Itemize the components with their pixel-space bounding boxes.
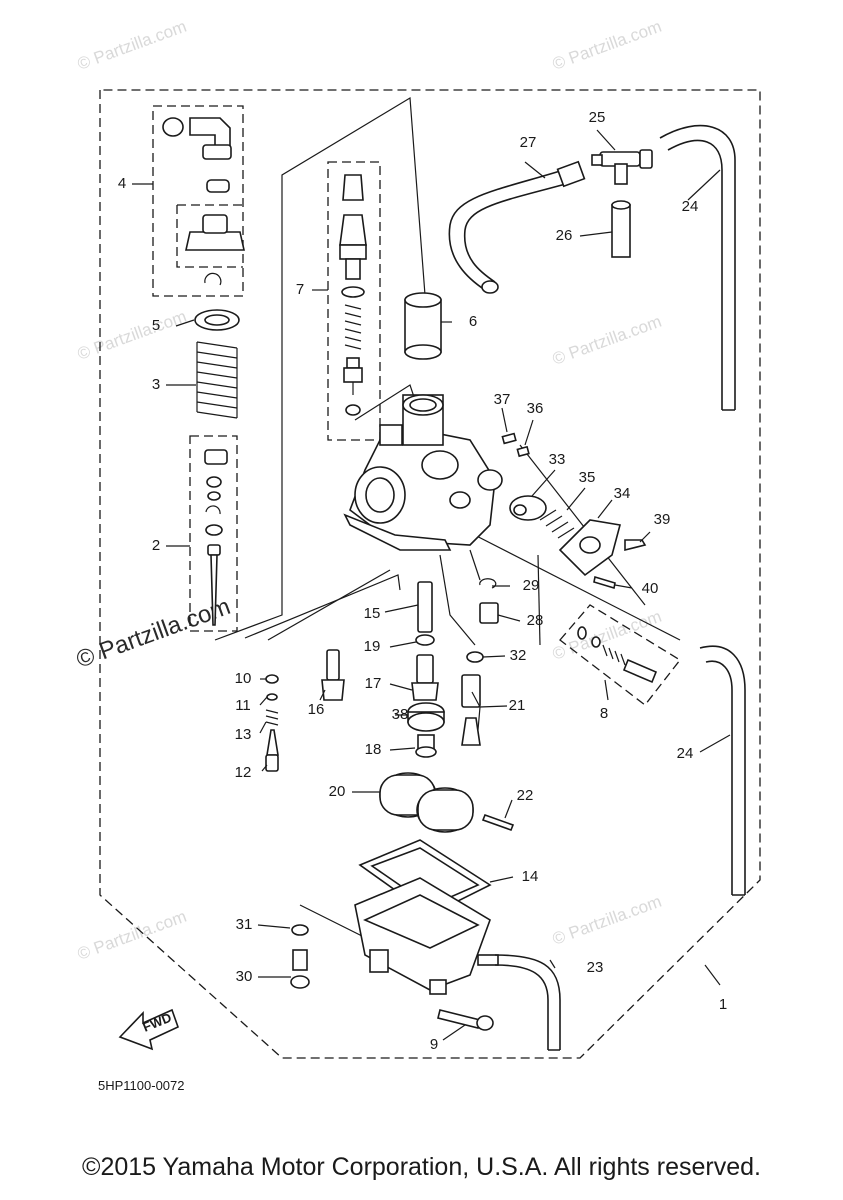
part-2-needle-group <box>204 449 228 626</box>
group-box-7 <box>327 161 381 441</box>
part-8-pilot-screw <box>577 626 658 684</box>
callout-33: 33 <box>549 451 566 468</box>
watermark: © Partzilla.com <box>550 892 664 949</box>
callout-19: 19 <box>364 638 381 655</box>
callout-37: 37 <box>494 391 511 408</box>
forward-direction-arrow: FWD <box>118 1008 179 1051</box>
callout-14: 14 <box>522 868 539 885</box>
callout-24-upper: 24 <box>682 198 699 215</box>
callout-17: 17 <box>365 675 382 692</box>
callout-24-lower: 24 <box>677 745 694 762</box>
callout-4: 4 <box>118 175 126 192</box>
callout-2: 2 <box>152 537 160 554</box>
hoses-upper <box>448 124 736 411</box>
group-box-4 <box>152 105 244 297</box>
callout-21: 21 <box>509 697 526 714</box>
float-chamber-group <box>290 839 561 1051</box>
group-box-2 <box>189 435 238 632</box>
watermark: © Partzilla.com <box>75 307 189 364</box>
callout-39: 39 <box>654 511 671 528</box>
diagram-code: 5HP1100-0072 <box>98 1078 185 1093</box>
callout-8: 8 <box>600 705 608 722</box>
carburetor-body <box>343 394 503 551</box>
callout-28: 28 <box>527 612 544 629</box>
callout-22: 22 <box>517 787 534 804</box>
part-3-spring <box>196 341 238 419</box>
assembly-boundary <box>99 89 761 1059</box>
group-box-4-inner <box>176 204 243 268</box>
watermark: © Partzilla.com <box>550 312 664 369</box>
callout-5: 5 <box>152 317 160 334</box>
group-box-8 <box>559 604 681 706</box>
callout-26: 26 <box>556 227 573 244</box>
callout-20: 20 <box>329 783 346 800</box>
callout-18: 18 <box>365 741 382 758</box>
callout-11: 11 <box>235 697 251 714</box>
callout-31: 31 <box>236 916 253 933</box>
callout-38: 38 <box>392 706 409 723</box>
callout-25: 25 <box>589 109 606 126</box>
callout-7: 7 <box>296 281 304 298</box>
callout-35: 35 <box>579 469 596 486</box>
callout-40: 40 <box>642 580 659 597</box>
callout-15: 15 <box>364 605 381 622</box>
side-cover-group <box>501 432 647 590</box>
copyright-notice: ©2015 Yamaha Motor Corporation, U.S.A. A… <box>82 1153 761 1181</box>
callout-leaders <box>132 129 731 1041</box>
callout-34: 34 <box>614 485 631 502</box>
callout-36: 36 <box>527 400 544 417</box>
callout-12: 12 <box>235 764 252 781</box>
watermark: © Partzilla.com <box>75 17 189 74</box>
callout-3: 3 <box>152 376 160 393</box>
watermark: © Partzilla.com <box>75 907 189 964</box>
part-4-elbow-group <box>162 117 245 286</box>
hose-24-lower <box>699 645 746 896</box>
callout-16: 16 <box>308 701 325 718</box>
leader-lines <box>214 96 721 986</box>
callout-10: 10 <box>235 670 252 687</box>
watermark-large: © Partzilla.com <box>73 593 234 674</box>
callout-6: 6 <box>469 313 477 330</box>
callout-27: 27 <box>520 134 537 151</box>
callout-29: 29 <box>523 577 540 594</box>
part-20-float <box>379 772 474 833</box>
watermark: © Partzilla.com <box>550 17 664 74</box>
needle-valve-group <box>461 578 515 832</box>
callout-1: 1 <box>719 996 727 1013</box>
carburetor-exploded-diagram: © Partzilla.com © Partzilla.com © Partzi… <box>73 17 761 1093</box>
callout-13: 13 <box>235 726 252 743</box>
part-5-washer-hole <box>204 314 230 326</box>
callout-23: 23 <box>587 959 604 976</box>
callout-30: 30 <box>236 968 253 985</box>
jet-stack <box>407 581 445 758</box>
part-7-plunger-group <box>339 174 367 416</box>
callout-numbers: 1 2 3 4 5 6 7 8 9 10 11 12 13 14 15 16 1… <box>118 109 727 1053</box>
pilot-jet-group <box>265 649 345 772</box>
callout-32: 32 <box>510 647 527 664</box>
part-6-sleeve <box>404 292 442 360</box>
callout-9: 9 <box>430 1036 438 1053</box>
